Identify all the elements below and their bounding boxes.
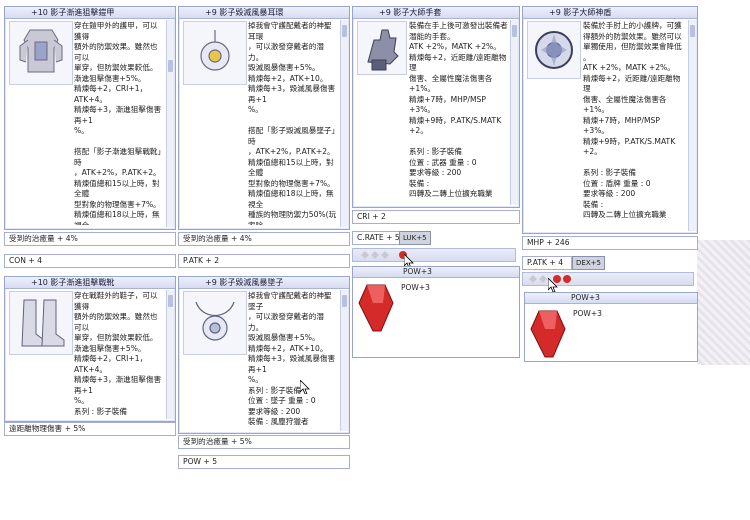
scrollbar[interactable] [510,20,518,205]
armor-icon [9,21,73,85]
card-title: POW+3 [525,293,697,304]
scrollbar[interactable] [340,290,348,431]
mouse-cursor-icon [299,379,310,396]
window-title[interactable]: +9 影子大師神盾 [523,7,697,19]
stat-bar: 遠距離物理傷害 + 5% [4,422,176,436]
item-description: 裝備在手上後可激發出裝備者 潛能的手套。 ATK +2%，MATK +2%。 精… [409,21,508,198]
item-description: 穿在鎧甲外的護甲，可以獲得 額外的防禦效果。雖然也可以 單穿，但防禦效果較低。 … [74,21,162,225]
stat-bar: 受到的治癒量 + 4% [178,232,350,246]
stat-bar: P.ATK + 4 [522,256,572,270]
enchant-chip: DEX+5 [572,256,605,270]
item-window-armor[interactable]: +10 影子漸進狙擊鎧甲 穿在鎧甲外的護甲，可以獲得 額外的防禦效果。雖然也可以… [4,6,176,230]
enchant-chip: LUK+5 [399,231,431,245]
scrollbar[interactable] [166,20,174,227]
red-gem-icon [357,281,397,335]
stat-bar: POW + 5 [178,455,350,469]
card-text: POW+3 [401,283,430,292]
card-slot-bar [352,248,516,262]
window-title[interactable]: +9 影子毀滅風暴耳環 [179,7,349,19]
window-title[interactable]: +9 影子毀滅風暴墜子 [179,277,349,289]
glove-icon [357,21,407,75]
scrollbar[interactable] [340,20,348,227]
stat-bar: P.ATK + 2 [178,254,350,268]
item-window-glove[interactable]: +9 影子大師手套 裝備在手上後可激發出裝備者 潛能的手套。 ATK +2%，M… [352,6,520,208]
card-text: POW+3 [573,309,602,318]
background-pattern [697,240,750,365]
pendant-icon [183,291,247,355]
stat-bar: 受到的治癒量 + 4% [4,232,176,246]
card-title: POW+3 [353,267,519,278]
red-gem-icon [529,307,569,361]
item-window-shield[interactable]: +9 影子大師神盾 裝備於手肘上的小護牌，可獲 得額外的防禦效果。雖然可以 單獨… [522,6,698,234]
window-title[interactable]: +10 影子漸進狙擊鎧甲 [5,7,175,19]
stat-bar: C.RATE + 5 [352,231,402,245]
earring-icon [183,21,247,85]
window-title[interactable]: +10 影子漸進狙擊戰靴 [5,277,175,289]
stat-bar: CRI + 2 [352,210,520,224]
item-description: 掉我會守護配戴者的神聖耳環 ，可以激發穿戴者的潛力。 毀滅風暴傷害+5%。 精煉… [248,21,337,225]
item-window-pendant[interactable]: +9 影子毀滅風暴墜子 掉我會守護配戴者的神聖墜子 ，可以激發穿戴者的潛力。 毀… [178,276,350,434]
item-window-earring[interactable]: +9 影子毀滅風暴耳環 掉我會守護配戴者的神聖耳環 ，可以激發穿戴者的潛力。 毀… [178,6,350,230]
stat-bar: 受到的治癒量 + 5% [178,435,350,449]
item-description: 掉我會守護配戴者的神聖墜子 ，可以激發穿戴者的潛力。 毀滅風暴傷害+5%。 精煉… [248,291,336,426]
card-window[interactable]: POW+3 POW+3 [352,266,520,358]
item-description: 穿在戰鞋外的鞋子，可以獲得 額外的防禦效果。雖然也可以 單穿，但防禦效果較低。 … [74,291,162,416]
stat-bar: MHP + 246 [522,236,698,250]
item-description: 裝備於手肘上的小護牌，可獲 得額外的防禦效果。雖然可以 單獨使用，但防禦效果會降… [583,21,682,219]
scrollbar[interactable] [166,290,174,419]
shield-icon [527,21,581,79]
window-title[interactable]: +9 影子大師手套 [353,7,519,19]
card-slot-bar [522,272,694,286]
boots-icon [9,291,73,355]
stat-bar: CON + 4 [4,254,176,268]
item-window-boots[interactable]: +10 影子漸進狙擊戰靴 穿在戰鞋外的鞋子，可以獲得 額外的防禦效果。雖然也可以… [4,276,176,422]
scrollbar[interactable] [688,20,696,231]
card-window[interactable]: POW+3 POW+3 [524,292,698,362]
